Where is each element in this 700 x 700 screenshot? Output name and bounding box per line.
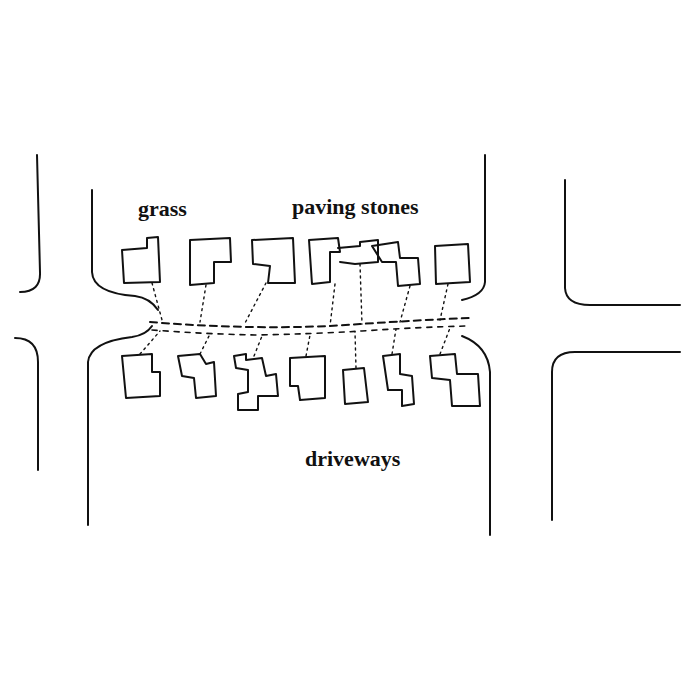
sketch-label: driveways [305, 447, 400, 471]
sketch-label: grass [138, 197, 187, 221]
sketch-label: paving stones [292, 195, 419, 219]
